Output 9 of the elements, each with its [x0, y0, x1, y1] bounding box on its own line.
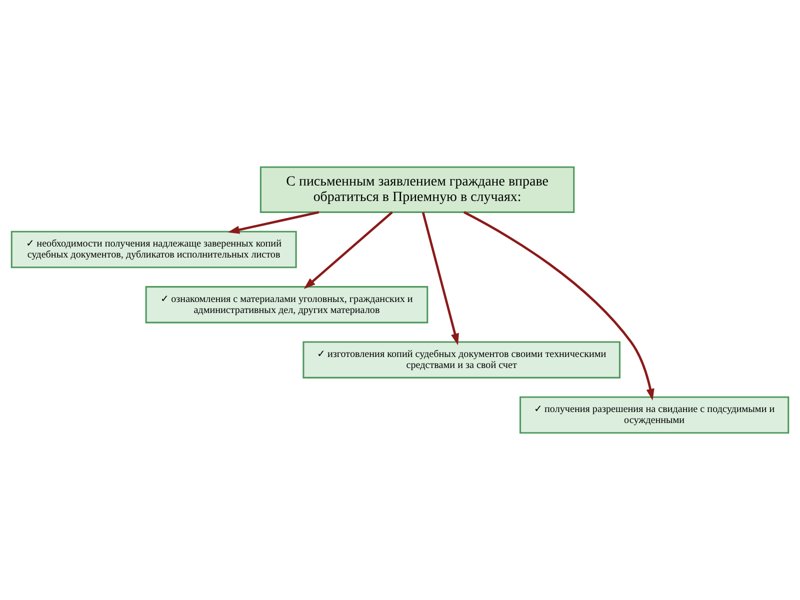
node-box: С письменным заявлением граждане вправе обратиться в Приемную в случаях:: [260, 166, 575, 213]
node-box: ✓ получения разрешения на свидание с подсудимыми и осужденными: [519, 396, 790, 434]
node-box: ✓ ознакомления с материалами уголовных, гражданских и административных дел, других материалов: [145, 286, 428, 324]
arrow: [422, 212, 459, 346]
node-box: ✓ изготовления копий судебных документов своими техническими средствами и за свой счет: [302, 341, 621, 378]
arrow: [304, 211, 393, 290]
node-box: ✓ необходимости получения надлежаще заверенных копий судебных документов, дубликатов исполнительных листов: [10, 230, 297, 268]
arrow: [464, 211, 654, 401]
arrow: [228, 211, 320, 234]
